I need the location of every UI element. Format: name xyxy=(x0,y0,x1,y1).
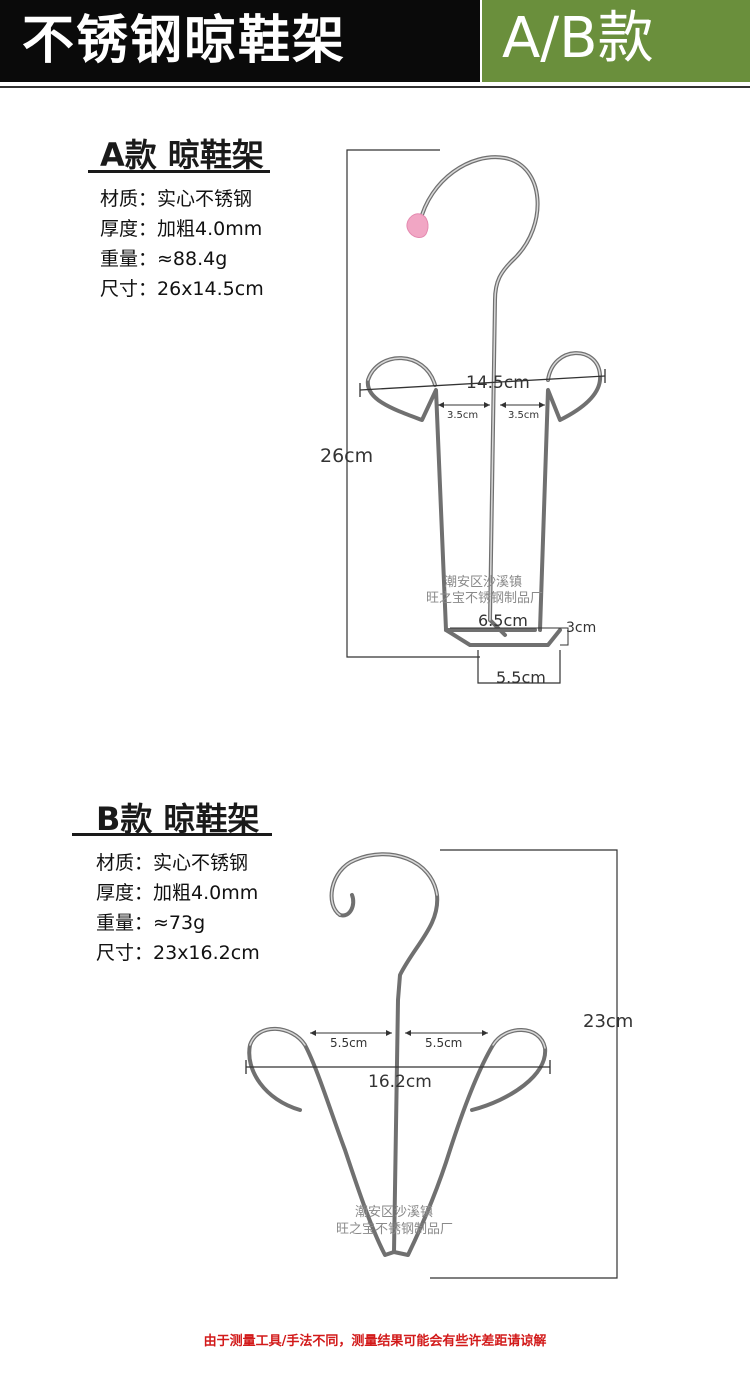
spec-value: ≈88.4g xyxy=(157,248,228,270)
spec-value: 26x14.5cm xyxy=(157,278,264,300)
model-b-height-label: 23cm xyxy=(583,1011,633,1032)
spec-value: 23x16.2cm xyxy=(153,942,260,964)
model-b-title: B款 晾鞋架 xyxy=(96,800,260,838)
banner-title: 不锈钢晾鞋架 xyxy=(22,11,347,71)
model-b-specs: 材质：实心不锈钢 厚度：加粗4.0mm 重量：≈73g 尺寸：23x16.2cm xyxy=(96,848,260,968)
measurement-disclaimer: 由于测量工具/手法不同，测量结果可能会有些许差距请谅解 xyxy=(203,1334,547,1349)
model-b-height-bracket xyxy=(430,849,618,1279)
model-a-gap-left-label: 3.5cm xyxy=(447,410,478,421)
spec-label: 重量： xyxy=(100,248,158,270)
model-b-watermark-line2: 旺之宝不锈钢制品厂 xyxy=(336,1222,453,1237)
header-banner: 不锈钢晾鞋架 A/B款 xyxy=(0,0,750,82)
spec-value: 加粗4.0mm xyxy=(153,882,259,904)
spec-value: 加粗4.0mm xyxy=(157,218,263,240)
model-a-base-span-label: 5.5cm xyxy=(496,668,546,687)
model-b-watermark-line1: 潮安区沙溪镇 xyxy=(355,1205,433,1220)
banner-variant-block: A/B款 xyxy=(482,0,750,82)
model-a-base-depth-label: 3cm xyxy=(566,620,596,636)
spec-label: 尺寸： xyxy=(100,278,158,300)
spec-row: 材质：实心不锈钢 xyxy=(96,848,260,878)
spec-label: 材质： xyxy=(100,188,158,210)
spec-value: ≈73g xyxy=(153,912,206,934)
spec-row: 尺寸：26x14.5cm xyxy=(100,274,264,304)
model-a-title: A款 晾鞋架 xyxy=(100,136,264,174)
spec-label: 材质： xyxy=(96,852,154,874)
spec-row: 厚度：加粗4.0mm xyxy=(96,878,260,908)
spec-label: 厚度： xyxy=(96,882,154,904)
model-a-base-span-bracket xyxy=(477,650,561,684)
model-b-gap-left-label: 5.5cm xyxy=(330,1036,367,1050)
spec-row: 材质：实心不锈钢 xyxy=(100,184,264,214)
model-a-base-width-label: 6.5cm xyxy=(478,611,528,630)
spec-row: 尺寸：23x16.2cm xyxy=(96,938,260,968)
spec-row: 厚度：加粗4.0mm xyxy=(100,214,264,244)
model-b-hanger: 23cm 16.2cm 5.5cm 5.5cm 潮安区沙溪镇 旺之宝不锈钢制品厂 xyxy=(245,849,633,1279)
model-a-width-label: 14.5cm xyxy=(466,373,530,393)
model-a-pink-tip xyxy=(406,213,429,238)
spec-value: 实心不锈钢 xyxy=(157,188,253,210)
spec-label: 重量： xyxy=(96,912,154,934)
model-b-left-arm xyxy=(247,1026,396,1257)
model-b-title-underline xyxy=(72,833,272,836)
model-b-width-label: 16.2cm xyxy=(368,1072,432,1092)
spec-row: 重量：≈88.4g xyxy=(100,244,264,274)
model-a-width-line xyxy=(359,375,606,391)
spec-value: 实心不锈钢 xyxy=(153,852,249,874)
model-a-watermark-line2: 旺之宝不锈钢制品厂 xyxy=(426,591,543,606)
model-a-right-arm xyxy=(538,351,603,632)
banner-title-block: 不锈钢晾鞋架 xyxy=(0,0,480,82)
model-a-title-underline xyxy=(88,170,270,173)
model-a-watermark-line1: 潮安区沙溪镇 xyxy=(444,575,522,590)
spec-label: 厚度： xyxy=(100,218,158,240)
model-a-hanger: 26cm 14.5cm 3.5cm 3.5cm 6.5cm 3cm 5.5cm … xyxy=(320,149,606,687)
banner-variant: A/B款 xyxy=(502,6,654,71)
model-a-base xyxy=(444,628,562,647)
model-a-specs: 材质：实心不锈钢 厚度：加粗4.0mm 重量：≈88.4g 尺寸：26x14.5… xyxy=(100,184,264,304)
spec-label: 尺寸： xyxy=(96,942,154,964)
spec-row: 重量：≈73g xyxy=(96,908,260,938)
model-a-height-label: 26cm xyxy=(320,445,373,467)
model-a-height-bracket xyxy=(346,149,480,658)
banner-divider xyxy=(0,86,750,88)
model-b-gap-right-label: 5.5cm xyxy=(425,1036,462,1050)
model-a-gap-right-label: 3.5cm xyxy=(508,410,539,421)
